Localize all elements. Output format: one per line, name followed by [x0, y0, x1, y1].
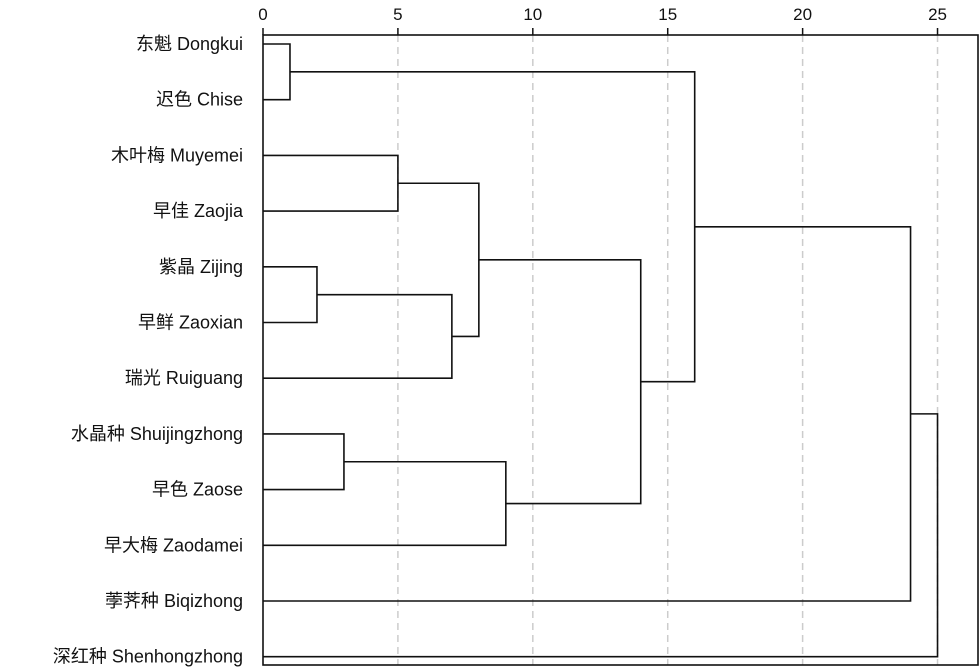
x-tick-label-0: 0 [258, 5, 267, 24]
leaf-label: 早鲜 Zaoxian [138, 313, 243, 333]
branch-c2 [263, 266, 318, 324]
leaf-label: 瑞光 Ruiguang [125, 368, 243, 388]
x-tick-label-25: 25 [928, 5, 947, 24]
x-tick-label-15: 15 [658, 5, 677, 24]
leaf-label: 早佳 Zaojia [153, 201, 244, 221]
leaf-label: 深红种 Shenhongzhong [53, 647, 243, 667]
leaf-label: 木叶梅 Muyemei [111, 145, 243, 165]
branch-c8 [478, 259, 642, 505]
branch-c9 [289, 71, 696, 383]
branch-c6 [397, 182, 480, 338]
x-tick-label-10: 10 [523, 5, 542, 24]
leaf-label: 荸荠种 Biqizhong [105, 591, 243, 611]
grid-lines [397, 35, 939, 665]
leaf-labels: 东魁 Dongkui 迟色 Chise 木叶梅 Muyemei 早佳 Zaojia 紫晶… [53, 34, 244, 667]
branch-c1 [263, 43, 291, 101]
branch-c10 [263, 225, 912, 602]
branch-c4 [263, 154, 399, 212]
x-axis: 0 5 10 15 20 25 [258, 5, 947, 35]
leaf-label: 早色 Zaose [152, 480, 243, 500]
x-tick-label-5: 5 [393, 5, 402, 24]
leaf-label: 东魁 Dongkui [136, 34, 243, 54]
branch-c7 [263, 460, 507, 547]
dendrogram-branches [263, 43, 939, 658]
branch-c5 [263, 293, 453, 379]
x-tick-label-20: 20 [793, 5, 812, 24]
branch-c11 [263, 413, 939, 658]
branch-c3 [263, 433, 345, 491]
leaf-label: 紫晶 Zijing [159, 257, 243, 277]
leaf-label: 水晶种 Shuijingzhong [71, 424, 243, 444]
leaf-label: 迟色 Chise [156, 90, 243, 110]
plot-frame [262, 34, 979, 666]
leaf-label: 早大梅 Zaodamei [104, 535, 243, 555]
